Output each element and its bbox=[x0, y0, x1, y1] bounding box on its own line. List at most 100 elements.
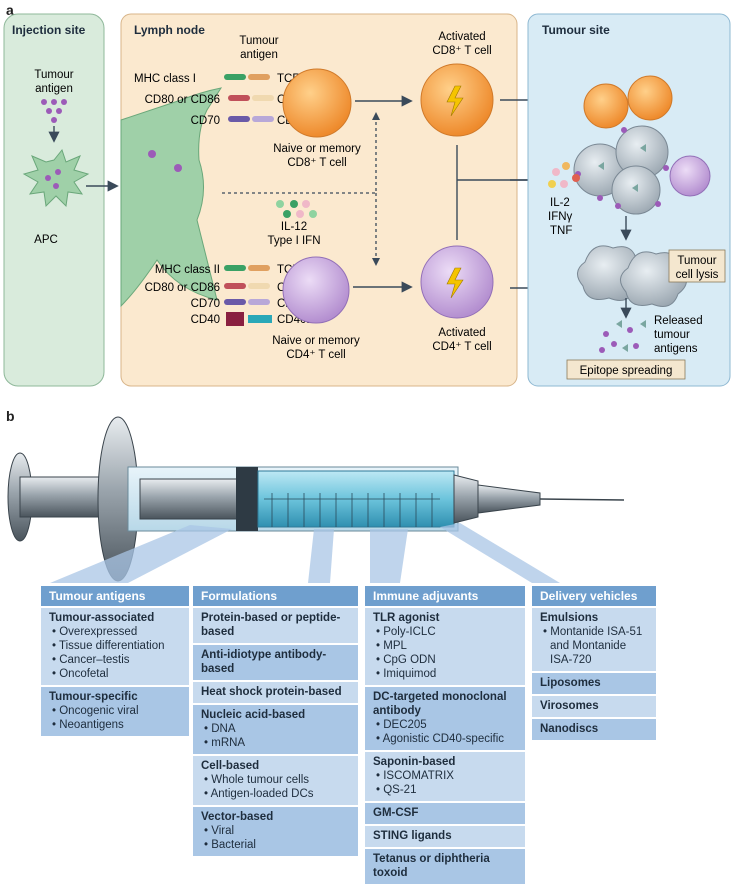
naive-cd4-label-1: Naive or memory bbox=[272, 335, 360, 347]
cd4-receptor-pairs bbox=[224, 265, 272, 326]
box-section: GM-CSF bbox=[365, 801, 525, 824]
naive-cd8-t-cell bbox=[282, 68, 352, 138]
epitope-spreading-box bbox=[566, 359, 686, 380]
cd70-label-2: CD70 bbox=[191, 298, 220, 310]
lightning-icon-2 bbox=[446, 267, 464, 299]
ifng-label: IFNγ bbox=[548, 211, 573, 223]
section-item: Oncogenic viral bbox=[49, 704, 181, 718]
section-item: ISCOMATRIX bbox=[373, 769, 517, 783]
box-section: Protein-based or peptide-based bbox=[193, 606, 358, 643]
section-item: Montanide ISA-51 and Montanide ISA-720 bbox=[540, 625, 648, 667]
injection-antigen-label-1: Tumour bbox=[34, 69, 73, 81]
mhc-class-ii-label: MHC class II bbox=[155, 264, 220, 276]
section-item: Neoantigens bbox=[49, 718, 181, 732]
section-item: Tissue differentiation bbox=[49, 639, 181, 653]
section-title: Nanodiscs bbox=[540, 723, 599, 735]
released-label-3: antigens bbox=[654, 343, 698, 355]
section-item: mRNA bbox=[201, 736, 350, 750]
cytokine-dots-tumour bbox=[548, 162, 580, 188]
box-section: Tumour-associatedOverexpressedTissue dif… bbox=[41, 606, 189, 685]
tumour-site-title: Tumour site bbox=[542, 23, 610, 37]
apc-label: APC bbox=[34, 234, 58, 246]
cd40-label: CD40 bbox=[191, 314, 220, 326]
syringe-scale-ticks bbox=[264, 493, 440, 527]
section-title: Heat shock protein-based bbox=[201, 686, 342, 698]
tumour-cells-cluster bbox=[573, 75, 711, 215]
ln-antigen-label-2: antigen bbox=[240, 49, 278, 61]
cd8-receptor-pairs bbox=[224, 74, 274, 122]
activated-cd8-label-2: CD8⁺ T cell bbox=[432, 45, 491, 57]
section-title: DC-targeted monoclonal antibody bbox=[373, 691, 507, 717]
naive-cd8-label-2: CD8⁺ T cell bbox=[287, 157, 346, 169]
released-label-2: tumour bbox=[654, 329, 690, 341]
panel-b-letter: b bbox=[6, 408, 15, 424]
naive-cd4-label-2: CD4⁺ T cell bbox=[286, 349, 345, 361]
cd80-cd86-label-1: CD80 or CD86 bbox=[145, 94, 220, 106]
activated-cd8-label-1: Activated bbox=[438, 31, 485, 43]
needle-hub bbox=[477, 484, 541, 514]
section-item: Whole tumour cells bbox=[201, 773, 350, 787]
section-item: Antigen-loaded DCs bbox=[201, 787, 350, 801]
injection-site-title: Injection site bbox=[12, 23, 86, 37]
callout-wedge-1 bbox=[50, 525, 232, 583]
section-title: Liposomes bbox=[540, 677, 601, 689]
box-section: Liposomes bbox=[532, 671, 656, 694]
box-section: STING ligands bbox=[365, 824, 525, 847]
box-section: EmulsionsMontanide ISA-51 and Montanide … bbox=[532, 606, 656, 671]
tumour-cell-lysis-box bbox=[668, 249, 726, 283]
released-label-1: Released bbox=[654, 315, 703, 327]
callout-wedge-4 bbox=[440, 523, 560, 583]
apc-cell bbox=[22, 148, 90, 208]
syringe-tip bbox=[453, 474, 479, 524]
mhc-class-i-label: MHC class I bbox=[134, 73, 196, 85]
lysis-label-1: Tumour bbox=[677, 255, 716, 267]
section-item: Cancer–testis bbox=[49, 653, 181, 667]
section-item: QS-21 bbox=[373, 783, 517, 797]
released-antigen-dots bbox=[599, 320, 646, 353]
section-item: Imiquimod bbox=[373, 667, 517, 681]
box-section: Virosomes bbox=[532, 694, 656, 717]
dashed-connector bbox=[222, 114, 377, 262]
cd70-label-1: CD70 bbox=[191, 115, 220, 127]
section-item: Agonistic CD40-specific bbox=[373, 732, 517, 746]
box-header: Delivery vehicles bbox=[532, 586, 656, 606]
section-title: Cell-based bbox=[201, 760, 260, 772]
box-section: Tumour-specificOncogenic viralNeoantigen… bbox=[41, 685, 189, 736]
callout-wedge-3 bbox=[370, 529, 408, 583]
section-item: Overexpressed bbox=[49, 625, 181, 639]
activated-cd4-label-1: Activated bbox=[438, 327, 485, 339]
ln-antigen-label-1: Tumour bbox=[239, 35, 278, 47]
lightning-icon bbox=[446, 85, 464, 117]
section-title: Nucleic acid-based bbox=[201, 709, 306, 721]
panel-a-letter: a bbox=[6, 2, 14, 18]
section-item: DEC205 bbox=[373, 718, 517, 732]
callout-wedge-2 bbox=[308, 529, 334, 583]
plunger-stopper bbox=[236, 467, 258, 531]
section-item: Poly-ICLC bbox=[373, 625, 517, 639]
lymph-node-title: Lymph node bbox=[134, 23, 205, 37]
dendritic-cell bbox=[120, 87, 223, 308]
needle bbox=[539, 498, 625, 501]
box-section: Tetanus or diphtheria toxoid bbox=[365, 847, 525, 884]
activated-cd4-label-2: CD4⁺ T cell bbox=[432, 341, 491, 353]
lysis-label-2: cell lysis bbox=[676, 269, 719, 281]
naive-cd4-t-cell bbox=[282, 256, 350, 324]
section-item: MPL bbox=[373, 639, 517, 653]
box-section: TLR agonistPoly-ICLCMPLCpG ODNImiquimod bbox=[365, 606, 525, 685]
section-title: Tumour-specific bbox=[49, 691, 138, 703]
cd80-cd86-label-2: CD80 or CD86 bbox=[145, 282, 220, 294]
section-title: Anti-idiotype antibody-based bbox=[201, 649, 327, 675]
box-header: Formulations bbox=[193, 586, 358, 606]
syringe-illustration bbox=[7, 416, 625, 583]
antigen-dots-injection bbox=[41, 99, 67, 123]
cytokine-dots-ln bbox=[276, 200, 317, 218]
box-section: Nanodiscs bbox=[532, 717, 656, 740]
section-title: GM-CSF bbox=[373, 807, 419, 819]
box-section: DC-targeted monoclonal antibodyDEC205Ago… bbox=[365, 685, 525, 750]
il2-label: IL-2 bbox=[550, 197, 570, 209]
section-item: CpG ODN bbox=[373, 653, 517, 667]
section-title: Tumour-associated bbox=[49, 612, 155, 624]
naive-cd8-label-1: Naive or memory bbox=[273, 143, 361, 155]
